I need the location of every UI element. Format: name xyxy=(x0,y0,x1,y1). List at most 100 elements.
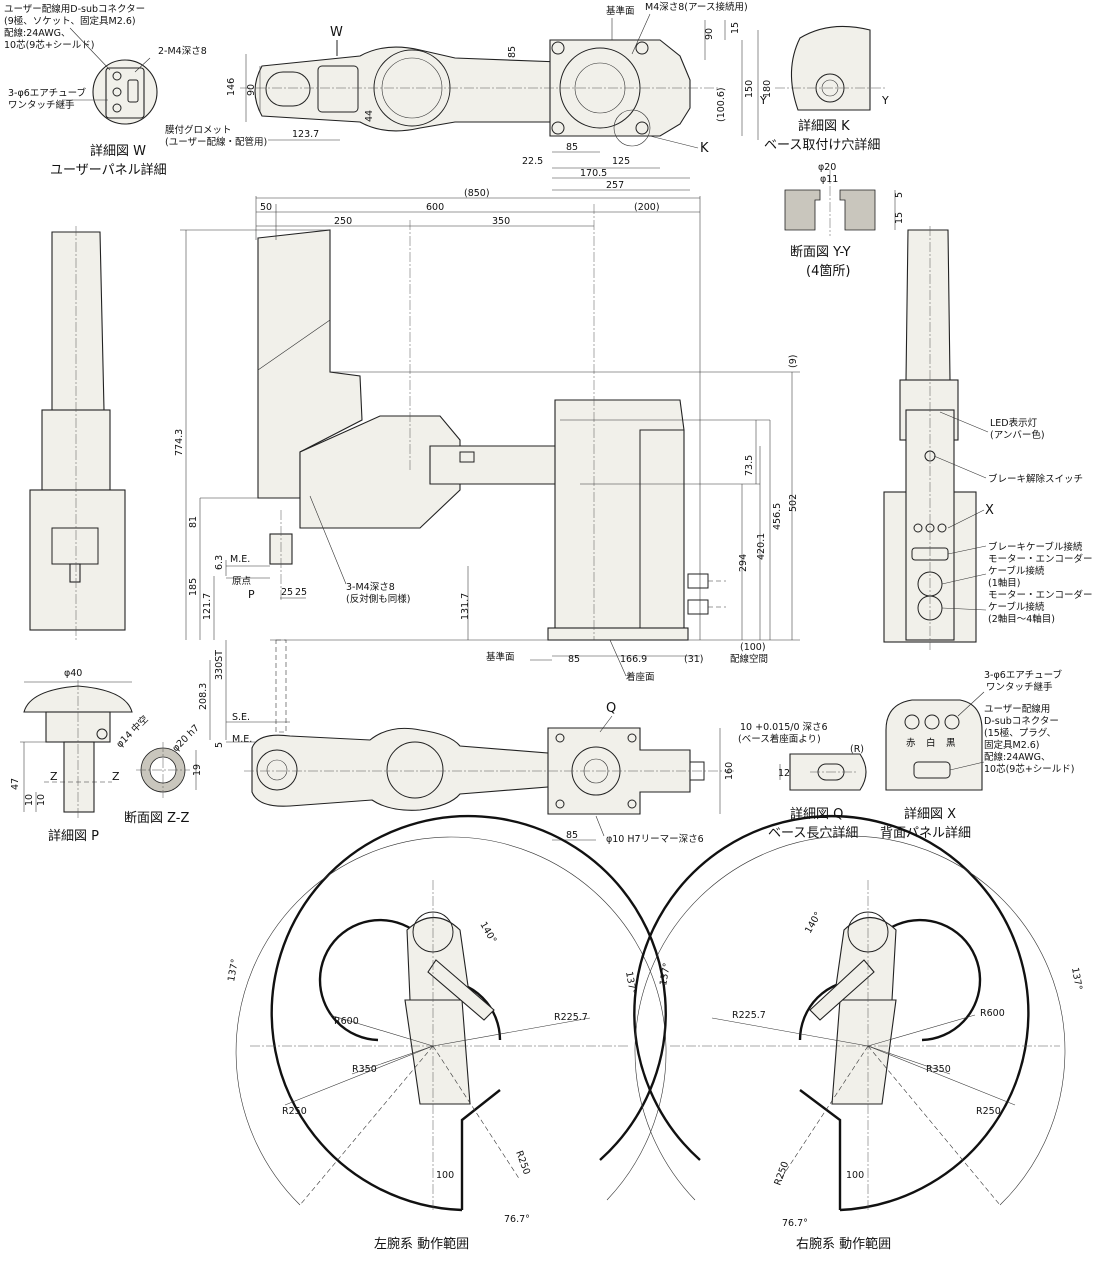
dim-73-5: 73.5 xyxy=(744,455,755,476)
note-tap: 2-M4深さ8 xyxy=(158,46,207,57)
dim-774-3: 774.3 xyxy=(174,429,185,456)
dim-350: 350 xyxy=(492,216,510,227)
label-stroke-end: S.E. xyxy=(232,712,250,723)
radius-600-right: R600 xyxy=(980,1008,1005,1019)
angle-76-7-left: 76.7° xyxy=(504,1214,530,1225)
note-dsub: D-subコネクター xyxy=(984,716,1059,727)
angle-137-left-b: 137° xyxy=(623,971,638,995)
note-15-pin: (15極、プラグ、 xyxy=(984,727,1056,739)
radius-350-right: R350 xyxy=(926,1064,951,1075)
note-cable-connection-1: ケーブル接続 xyxy=(988,565,1045,577)
view-letter-p: P xyxy=(248,588,255,601)
dim-phi14-hollow: φ14 中空 xyxy=(114,713,151,750)
dim-85-side: 85 xyxy=(568,654,580,665)
radius-250-left-b: R250 xyxy=(513,1149,532,1176)
view-letter-w: W xyxy=(330,25,343,40)
dim-850: (850) xyxy=(464,188,490,199)
dim-125: 125 xyxy=(612,156,630,167)
rear-view: LED表示灯 (アンバー色) ブレーキ解除スイッチ X ブレーキケーブル接続 モ… xyxy=(883,226,1093,650)
dim-10-a: 10 xyxy=(24,794,35,806)
detail-k: Y Y 詳細図 K ベース取付け穴詳細 xyxy=(759,25,889,153)
note-axis-2-4: (2軸目〜4軸目) xyxy=(988,613,1055,625)
note-earth-tap: M4深さ8(アース接続用) xyxy=(645,1,748,13)
dim-100-left: 100 xyxy=(436,1170,454,1181)
dim-90-top: 90 xyxy=(704,28,715,40)
dim-phi20-h7: φ20 h7 xyxy=(170,723,201,754)
range-left-title: 左腕系 動作範囲 xyxy=(374,1236,469,1252)
section-mark-y-right: Y xyxy=(881,94,889,107)
note-led: LED表示灯 xyxy=(990,417,1038,429)
dim-25-b: 25 xyxy=(295,587,307,598)
dim-22-5: 22.5 xyxy=(522,156,543,167)
dim-19: 19 xyxy=(192,764,203,776)
note-grommet: 膜付グロメット xyxy=(165,124,232,136)
dim-44: 44 xyxy=(364,110,375,122)
label-red: 赤 xyxy=(906,738,916,749)
dim-85-vertical: 85 xyxy=(507,46,518,58)
dim-150: 150 xyxy=(744,80,755,98)
note-cores-x: 10芯(9芯+シールド) xyxy=(984,763,1075,775)
note-connector: ユーザー配線用D-subコネクター xyxy=(4,3,145,15)
section-yy-title: 断面図 Y-Y xyxy=(790,245,851,260)
dim-208-3: 208.3 xyxy=(198,683,209,710)
note-one-touch: ワンタッチ継手 xyxy=(8,99,75,111)
dim-phi20: φ20 xyxy=(818,162,836,173)
dim-85-bottom: 85 xyxy=(566,830,578,841)
section-mark-z-right: Z xyxy=(112,770,120,783)
view-letter-k: K xyxy=(700,141,709,156)
note-fixing: 固定具M2.6) xyxy=(984,739,1040,751)
note-user-wiring: ユーザー配線用 xyxy=(984,703,1050,715)
dim-100-side: (100) xyxy=(740,642,766,653)
dim-phi11: φ11 xyxy=(820,174,838,185)
range-left: 140° 137° 137° R600 R225.7 R350 R250 R25… xyxy=(226,814,667,1252)
label-wiring-space: 配線空間 xyxy=(730,653,768,665)
dim-90: 90 xyxy=(246,84,257,96)
note-tap-3m4: 3-M4深さ8 xyxy=(346,582,395,593)
note-motor-encoder-1: モーター・エンコーダー xyxy=(988,553,1093,565)
detail-k-title: 詳細図 K xyxy=(798,118,850,134)
angle-137-right-a: 137° xyxy=(658,962,673,986)
dim-166-9: 166.9 xyxy=(620,654,647,665)
top-view: 146 90 123.7 44 85 基準面 M4深さ8(アース接続用) 90 … xyxy=(226,1,773,191)
radius-250-left-a: R250 xyxy=(282,1106,307,1117)
note-tap-opposite: (反対側も同様) xyxy=(346,593,410,605)
section-zz-title: 断面図 Z-Z xyxy=(124,811,190,826)
dim-420-1: 420.1 xyxy=(756,533,767,560)
label-origin: 原点 xyxy=(232,576,252,587)
dim-100-right: 100 xyxy=(846,1170,864,1181)
note-air-tube-x: 3-φ6エアチューブ xyxy=(984,669,1063,681)
dim-50: 50 xyxy=(260,202,272,213)
detail-w: ユーザー配線用D-subコネクター (9極、ソケット、固定具M2.6) 配線:2… xyxy=(4,3,343,178)
note-awg-x: 配線:24AWG、 xyxy=(984,751,1051,763)
note-reamer-hole: φ10 H7リーマー深さ6 xyxy=(606,834,704,845)
dim-131-7: 131.7 xyxy=(460,593,471,620)
dim-180: 180 xyxy=(762,80,773,98)
dim-15-yy: 15 xyxy=(894,212,905,224)
detail-w-title: 詳細図 W xyxy=(90,143,146,159)
section-mark-z-left: Z xyxy=(50,770,58,783)
angle-140-right: 140° xyxy=(803,910,824,935)
dim-100-6: (100.6) xyxy=(716,87,727,122)
dim-phi40: φ40 xyxy=(64,668,82,679)
radius-600-left: R600 xyxy=(334,1016,359,1027)
angle-137-right-b: 137° xyxy=(1069,967,1084,991)
section-yy-subtitle: (4箇所) xyxy=(806,263,850,279)
dim-121-7: 121.7 xyxy=(202,593,213,620)
note-cable-connection-2: ケーブル接続 xyxy=(988,601,1045,613)
detail-p-title: 詳細図 P xyxy=(48,828,99,844)
note-led-color: (アンバー色) xyxy=(990,429,1045,441)
dim-85-top: 85 xyxy=(566,142,578,153)
note-motor-encoder-2: モーター・エンコーダー xyxy=(988,589,1093,601)
radius-225-7-left: R225.7 xyxy=(554,1012,588,1023)
angle-140-left: 140° xyxy=(477,920,498,945)
section-yy: φ20 φ11 5 15 断面図 Y-Y (4箇所) xyxy=(784,162,905,279)
angle-137-left-a: 137° xyxy=(226,958,241,982)
dim-146: 146 xyxy=(226,78,237,96)
radius-225-7-right: R225.7 xyxy=(732,1010,766,1021)
view-letter-x: X xyxy=(985,503,994,518)
note-brake-cable: ブレーキケーブル接続 xyxy=(988,541,1083,553)
dim-5-side: 5 xyxy=(214,742,225,748)
radius-250-right-a: R250 xyxy=(976,1106,1001,1117)
